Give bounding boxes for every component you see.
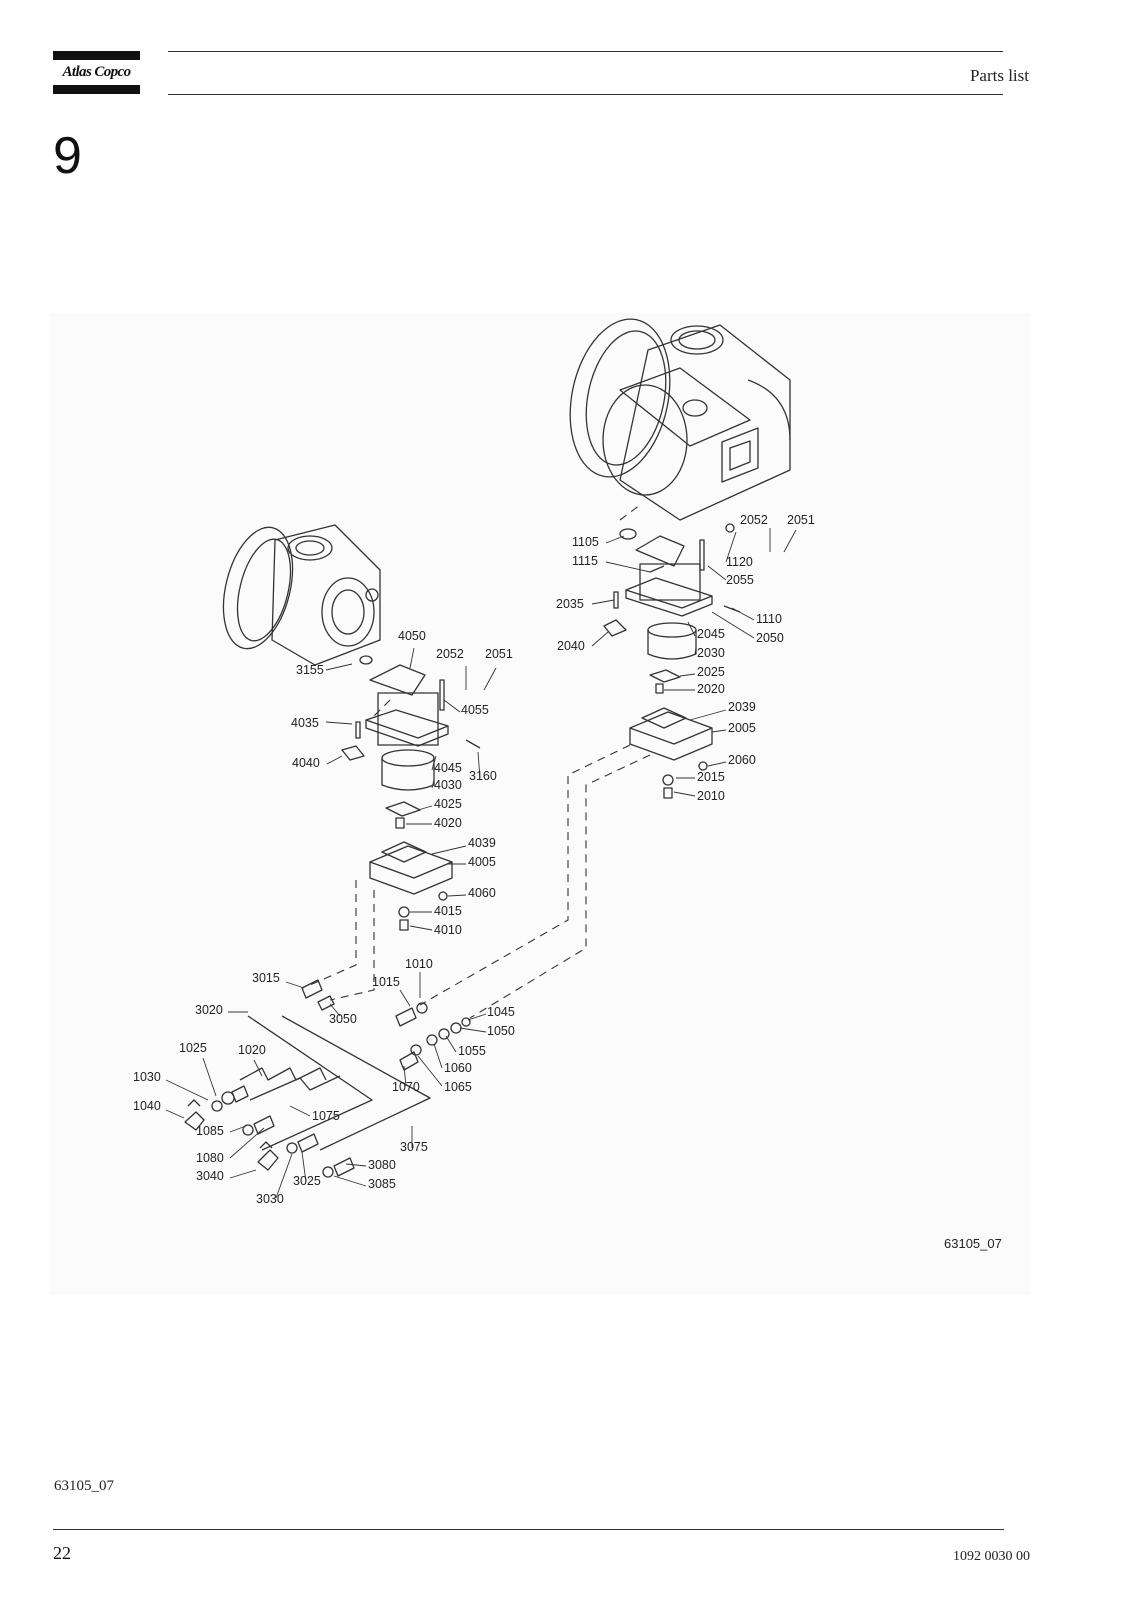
- part-label-1110: 1110: [756, 612, 782, 626]
- part-label-4015: 4015: [434, 904, 462, 918]
- part-label-4030: 4030: [434, 778, 462, 792]
- pipe-routes: [239, 1015, 431, 1151]
- part-label-2040: 2040: [557, 639, 585, 653]
- part-label-3025: 3025: [293, 1174, 321, 1188]
- part-label-4040: 4040: [292, 756, 320, 770]
- part-label-4035: 4035: [291, 716, 319, 730]
- part-label-3020: 3020: [195, 1003, 223, 1017]
- part-label-1055: 1055: [458, 1044, 486, 1058]
- part-label-1025: 1025: [179, 1041, 207, 1055]
- logo-bar-bottom: [53, 85, 140, 94]
- part-label-4039: 4039: [468, 836, 496, 850]
- part-label-2051: 2051: [787, 513, 815, 527]
- figure-code: 63105_07: [944, 1236, 1002, 1251]
- part-label-1065: 1065: [444, 1080, 472, 1094]
- atlas-copco-logo: Atlas Copco: [53, 51, 140, 94]
- part-label-2010: 2010: [697, 789, 725, 803]
- logo-wordmark: Atlas Copco: [62, 64, 132, 80]
- footer-figure-code: 63105_07: [54, 1478, 114, 1494]
- dashed-connectors: [309, 504, 651, 1019]
- part-label-2030: 2030: [697, 646, 725, 660]
- part-label-3080: 3080: [368, 1158, 396, 1172]
- part-label-3030: 3030: [256, 1192, 284, 1206]
- part-label-1045: 1045: [487, 1005, 515, 1019]
- logo-bar-top: [53, 51, 140, 60]
- part-label-2052: 2052: [740, 513, 768, 527]
- header-rule-top: [168, 51, 1003, 52]
- drawing-svg: 3155 4050 2052 2051 4035 4055 4040 4045 3160 4030…: [133, 318, 815, 1206]
- upper-housing: [569, 318, 791, 521]
- part-label-2025: 2025: [697, 665, 725, 679]
- part-label-2035: 2035: [556, 597, 584, 611]
- part-label-1040: 1040: [133, 1099, 161, 1113]
- part-label-2045: 2045: [697, 627, 725, 641]
- part-label-2039: 2039: [728, 700, 756, 714]
- part-label-4020: 4020: [434, 816, 462, 830]
- parts-exploded-drawing: 3155 4050 2052 2051 4035 4055 4040 4045 3160 4030…: [50, 313, 1030, 1295]
- right-valve-assembly: [603, 523, 741, 799]
- part-label-1020: 1020: [238, 1043, 266, 1057]
- part-label-2052: 2052: [436, 647, 464, 661]
- part-label-1105: 1105: [572, 535, 599, 549]
- part-label-3075: 3075: [400, 1140, 428, 1154]
- leader-lines: [165, 528, 797, 1199]
- part-label-1015: 1015: [372, 975, 400, 989]
- part-label-1060: 1060: [444, 1061, 472, 1075]
- pipe-fittings: [184, 979, 471, 1178]
- part-label-2060: 2060: [728, 753, 756, 767]
- footer-rule: [53, 1529, 1004, 1530]
- part-label-1010: 1010: [405, 957, 433, 971]
- document-number: 1092 0030 00: [953, 1549, 1030, 1564]
- part-callout-labels: 3155 4050 2052 2051 4035 4055 4040 4045 3160 4030…: [133, 513, 815, 1206]
- header-title: Parts list: [969, 66, 1029, 85]
- part-label-3085: 3085: [368, 1177, 396, 1191]
- part-label-3160: 3160: [469, 769, 497, 783]
- part-label-1030: 1030: [133, 1070, 161, 1084]
- part-label-4010: 4010: [434, 923, 462, 937]
- part-label-1120: 1120: [726, 555, 753, 569]
- part-label-4025: 4025: [434, 797, 462, 811]
- part-label-3015: 3015: [252, 971, 280, 985]
- part-label-2050: 2050: [756, 631, 784, 645]
- left-valve-assembly: [341, 655, 481, 931]
- part-label-2055: 2055: [726, 573, 754, 587]
- part-label-2051: 2051: [485, 647, 513, 661]
- part-label-1075: 1075: [312, 1109, 340, 1123]
- part-label-2015: 2015: [697, 770, 725, 784]
- part-label-2005: 2005: [728, 721, 756, 735]
- header-rule-bottom: [168, 94, 1003, 95]
- part-label-1080: 1080: [196, 1151, 224, 1165]
- part-label-4045: 4045: [434, 761, 462, 775]
- part-label-4005: 4005: [468, 855, 496, 869]
- part-label-3155: 3155: [296, 663, 324, 677]
- part-label-2020: 2020: [697, 682, 725, 696]
- part-label-1050: 1050: [487, 1024, 515, 1038]
- page-number: 22: [53, 1543, 71, 1563]
- part-label-4055: 4055: [461, 703, 489, 717]
- part-label-3050: 3050: [329, 1012, 357, 1026]
- part-label-4060: 4060: [468, 886, 496, 900]
- part-label-1070: 1070: [392, 1080, 420, 1094]
- section-number: 9: [53, 127, 82, 185]
- part-label-1085: 1085: [196, 1124, 224, 1138]
- part-label-4050: 4050: [398, 629, 426, 643]
- part-label-3040: 3040: [196, 1169, 224, 1183]
- part-label-1115: 1115: [572, 554, 598, 568]
- left-housing: [222, 524, 381, 666]
